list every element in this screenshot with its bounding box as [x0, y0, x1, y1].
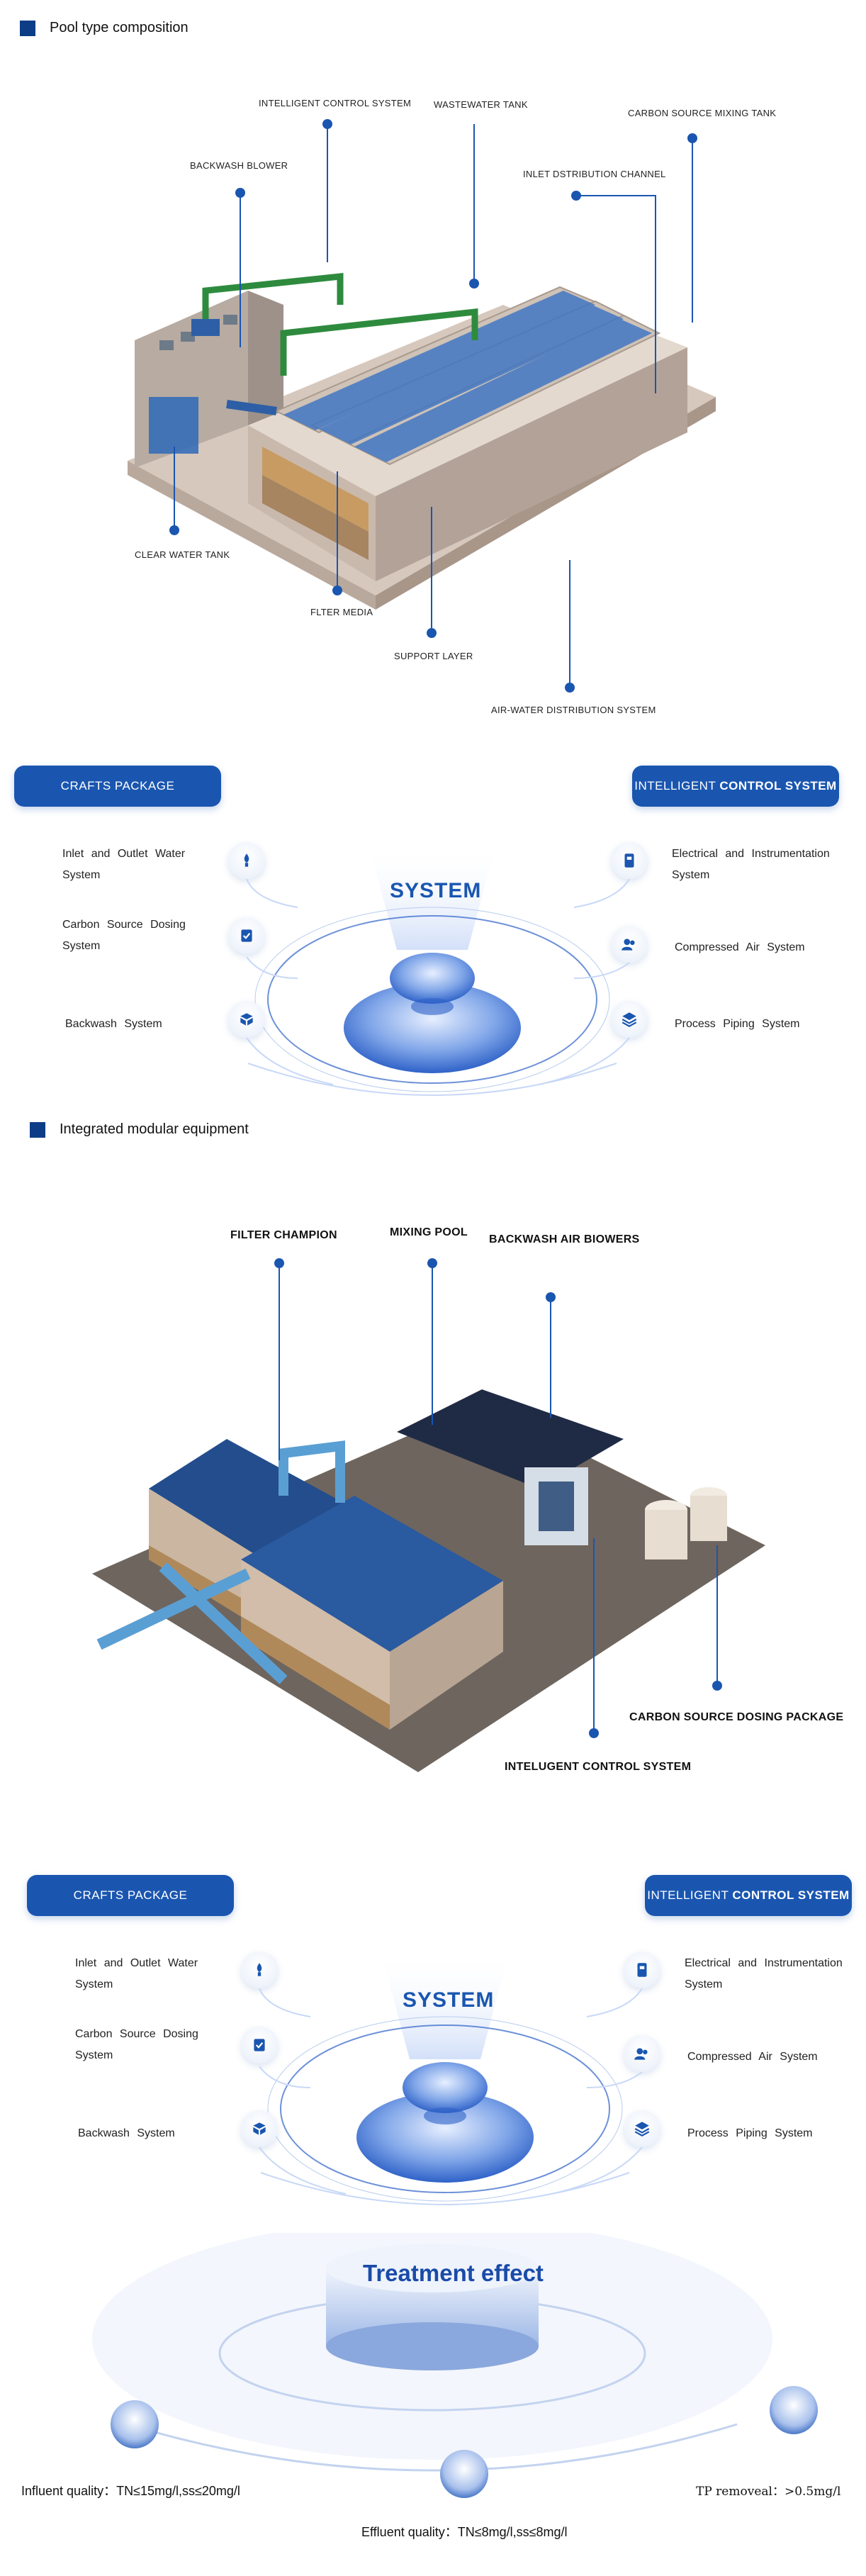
- section-title: Pool type composition: [50, 20, 189, 35]
- callout-backwash-air: BACKWASH AIR BIOWERS: [489, 1233, 640, 1245]
- feature-inlet-outlet: Inlet and Outlet Water System: [62, 848, 186, 881]
- feature-inlet-outlet: Inlet and Outlet Water System: [75, 1957, 198, 1990]
- intelligent-label: INTELLIGENT: [647, 1888, 729, 1902]
- treatment-platform-graphic: [92, 2233, 818, 2498]
- feature-backwash: Backwash System: [65, 1018, 162, 1030]
- panel-icon[interactable]: [624, 1951, 660, 1988]
- faucet-icon[interactable]: [228, 842, 265, 879]
- module-callout-lines: [274, 1258, 722, 1738]
- panel-icon[interactable]: [611, 842, 648, 879]
- crafts-package-pill[interactable]: CRAFTS PACKAGE: [14, 766, 221, 807]
- section-marker: [30, 1121, 45, 1138]
- faucet-icon[interactable]: [241, 1951, 278, 1988]
- effluent-quality: Effluent quality：TN≤8mg/l,ss≤8mg/l: [361, 2525, 568, 2539]
- callout-backwash-blower: BACKWASH BLOWER: [190, 160, 288, 171]
- users-icon[interactable]: [611, 926, 648, 963]
- system-center-label: SYSTEM: [403, 1988, 495, 2012]
- feature-electrical: Electrical and Instrumentation System: [672, 848, 830, 881]
- callout-inlet-channel: INLET DSTRIBUTION CHANNEL: [523, 169, 666, 179]
- feature-process-piping: Process Piping System: [675, 1018, 800, 1030]
- system-orb-graphic-2: [260, 1953, 630, 2205]
- treatment-effect-title: Treatment effect: [363, 2260, 544, 2286]
- section-marker: [20, 20, 35, 36]
- checklist-icon[interactable]: [241, 2027, 278, 2063]
- callout-filter-champion: FILTER CHAMPION: [230, 1229, 337, 1241]
- cube-arrows-icon[interactable]: [241, 2110, 278, 2147]
- control-system-label: CONTROL SYSTEM: [719, 779, 837, 793]
- feature-electrical: Electrical and Instrumentation System: [685, 1957, 843, 1990]
- feature-compressed-air: Compressed Air System: [687, 2051, 818, 2063]
- section-title: Integrated modular equipment: [60, 1121, 249, 1137]
- callout-carbon-mixing: CARBON SOURCE MIXING TANK: [628, 108, 777, 118]
- callout-wastewater-tank: WASTEWATER TANK: [434, 99, 528, 110]
- intelligent-label: INTELLIGENT: [634, 779, 716, 793]
- feature-compressed-air: Compressed Air System: [675, 941, 805, 953]
- callout-support-layer: SUPPORT LAYER: [394, 651, 473, 661]
- section-header-pool-type: Pool type composition: [20, 20, 189, 36]
- callout-mixing-pool: MIXING POOL: [390, 1226, 468, 1238]
- callout-carbon-dosing: CARBON SOURCE DOSING PACKAGE: [629, 1711, 844, 1723]
- callout-air-water: AIR-WATER DISTRIBUTION SYSTEM: [491, 705, 656, 715]
- callout-filter-media: FLTER MEDIA: [310, 607, 373, 617]
- system-orb-graphic: [247, 844, 617, 1096]
- callout-clear-water: CLEAR WATER TANK: [135, 549, 230, 560]
- feature-backwash: Backwash System: [78, 2127, 175, 2139]
- users-icon[interactable]: [624, 2035, 660, 2072]
- checklist-icon[interactable]: [228, 917, 265, 954]
- tp-removal: TP removeal：>0.5mg/l: [696, 2485, 841, 2499]
- panel-1-connector-arcs: [246, 878, 630, 1085]
- pool-callout-lines: [169, 119, 697, 693]
- crafts-package-pill-2[interactable]: CRAFTS PACKAGE: [27, 1875, 234, 1916]
- feature-process-piping: Process Piping System: [687, 2127, 813, 2139]
- panel-2-connector-arcs: [259, 1988, 643, 2195]
- cube-arrows-icon[interactable]: [228, 1001, 265, 1038]
- control-system-label: CONTROL SYSTEM: [732, 1888, 850, 1902]
- crafts-package-label: CRAFTS PACKAGE: [73, 1888, 188, 1902]
- influent-quality: Influent quality：TN≤15mg/l,ss≤20mg/l: [21, 2484, 240, 2498]
- section-header-integrated: Integrated modular equipment: [30, 1121, 249, 1138]
- callout-intelligent-control-2: INTELUGENT CONTROL SYSTEM: [505, 1761, 692, 1773]
- system-center-label: SYSTEM: [390, 879, 482, 902]
- integrated-module-illustration: [92, 1389, 765, 1772]
- callout-intelligent-control: INTELLIGENT CONTROL SYSTEM: [259, 98, 412, 108]
- feature-carbon-dosing: Carbon Source Dosing System: [75, 2028, 198, 2061]
- pool-type-illustration: [128, 273, 716, 610]
- feature-carbon-dosing: Carbon Source Dosing System: [62, 919, 186, 952]
- crafts-package-label: CRAFTS PACKAGE: [60, 779, 175, 793]
- layers-icon[interactable]: [611, 1001, 648, 1038]
- layers-icon[interactable]: [624, 2110, 660, 2147]
